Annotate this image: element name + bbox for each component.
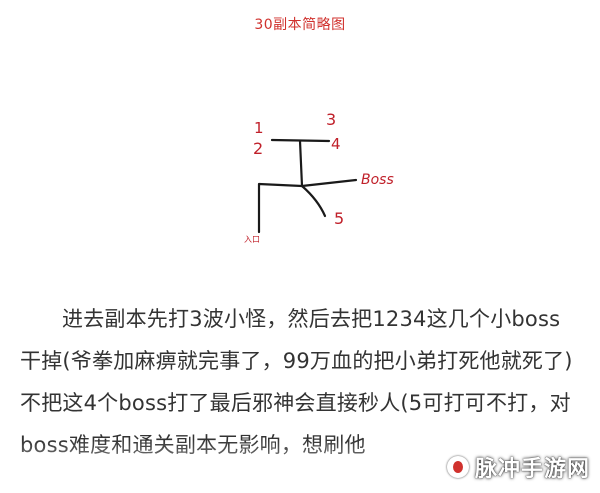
label-3: 3 (326, 110, 336, 129)
map-title: 30副本简略图 (254, 17, 346, 33)
label-boss: Boss (361, 172, 394, 188)
boss-branch-line (300, 178, 358, 188)
five-branch-line (300, 184, 327, 218)
label-entrance: 入口 (244, 235, 260, 244)
watermark-logo-icon (446, 456, 469, 478)
bottom-fade (0, 440, 600, 493)
label-1: 1 (254, 119, 264, 137)
label-5: 5 (334, 209, 344, 228)
watermark: 脉冲手游网 (446, 451, 590, 483)
label-4: 4 (331, 135, 341, 153)
label-2: 2 (253, 139, 263, 158)
dungeon-sketch-map: 1 2 3 4 Boss 5 入口 (244, 110, 394, 244)
left-branch-line (257, 182, 304, 234)
watermark-text: 脉冲手游网 (474, 457, 590, 482)
vertical-trunk-line (298, 139, 304, 188)
